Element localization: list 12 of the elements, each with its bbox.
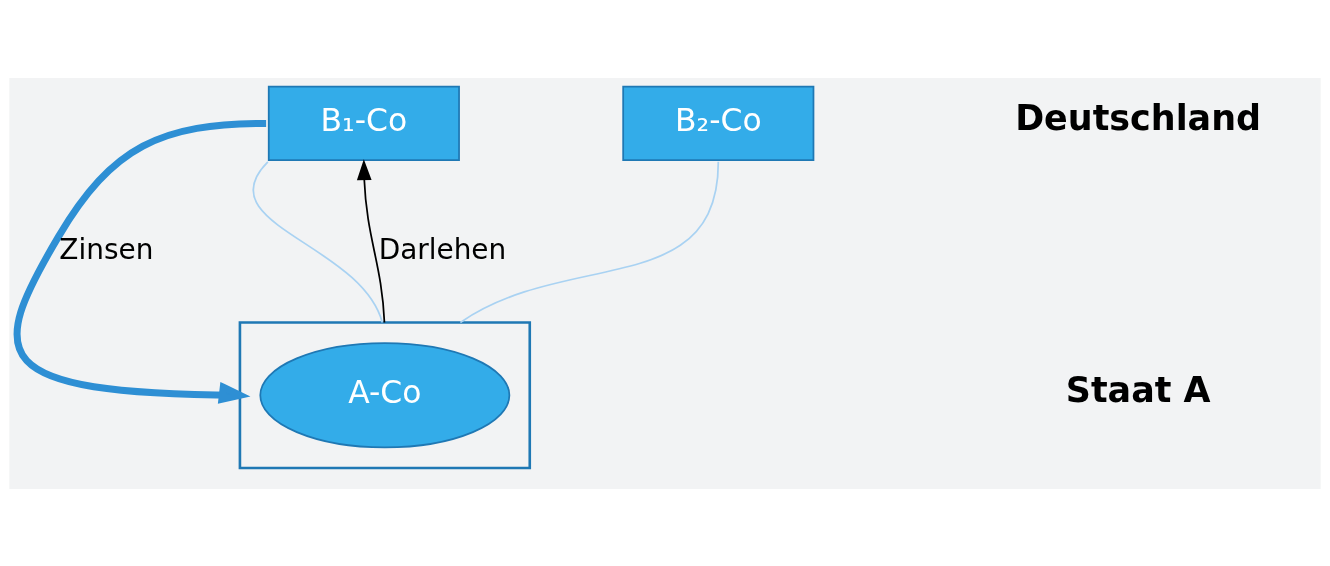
connector [459,160,720,323]
connector [252,160,384,323]
arrow [356,158,386,323]
node-box: B₂-Co [622,85,815,161]
label: Deutschland [1015,97,1262,138]
node-box: B₁-Co [267,85,460,161]
label: Staat A [1065,369,1211,410]
node-ellipse: A-Co [259,341,511,448]
cluster [238,320,532,469]
arrow [13,119,267,404]
edge-label: Zinsen [59,232,154,266]
edge-label: Darlehen [378,232,507,266]
